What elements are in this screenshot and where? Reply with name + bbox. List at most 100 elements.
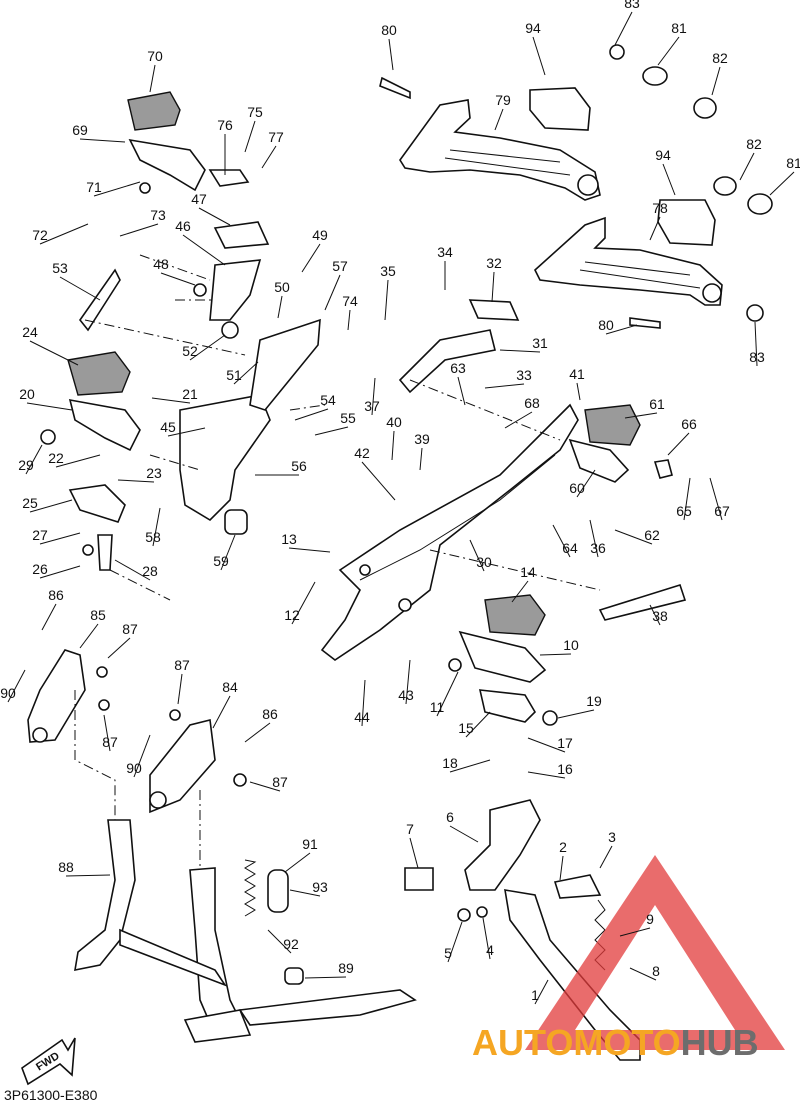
callout-number: 56 (291, 458, 307, 474)
callout-number: 69 (72, 122, 88, 138)
main-stand (74, 819, 417, 1043)
callout-number: 10 (563, 637, 579, 653)
callout-leader (605, 324, 638, 335)
callout-87: 87 (107, 621, 138, 659)
callout-94: 94 (525, 20, 546, 76)
callout-leader (649, 216, 661, 241)
callout-number: 72 (32, 227, 48, 243)
callout-51: 51 (226, 361, 259, 385)
callout-27: 27 (32, 527, 81, 545)
callout-10: 10 (539, 637, 579, 656)
callout-leader (249, 781, 281, 792)
callout-25: 25 (22, 495, 73, 513)
callout-leader (576, 382, 581, 401)
callout-number: 11 (430, 699, 445, 715)
callout-1: 1 (531, 979, 549, 1005)
callout-73: 73 (119, 207, 166, 237)
callout-number: 65 (676, 503, 692, 519)
callout-leader (504, 411, 533, 429)
callout-leader (657, 36, 680, 66)
callout-leader (149, 64, 156, 93)
callout-19: 19 (557, 693, 602, 719)
callout-23: 23 (117, 465, 162, 483)
callout-leader (769, 171, 795, 196)
callout-number: 86 (262, 706, 278, 722)
callout-leader (79, 623, 99, 649)
callout-61: 61 (624, 396, 665, 419)
callout-86: 86 (41, 587, 64, 631)
callout-62: 62 (614, 527, 660, 545)
callout-number: 2 (559, 839, 567, 855)
callout-number: 73 (150, 207, 166, 223)
callout-52: 52 (182, 334, 226, 361)
callout-28: 28 (114, 559, 158, 581)
callout-number: 14 (520, 564, 536, 580)
callout-90: 90 (126, 734, 151, 778)
callout-leader (449, 759, 491, 773)
left-rear-footrest (79, 91, 270, 339)
callout-leader (119, 223, 159, 237)
callout-57: 57 (324, 258, 348, 311)
callout-14: 14 (511, 564, 536, 603)
callout-number: 3 (608, 829, 616, 845)
callout-leader (103, 714, 111, 752)
callout-leader (277, 295, 283, 319)
callout-number: 57 (332, 258, 348, 274)
callout-48: 48 (153, 256, 196, 286)
callout-leader (244, 722, 271, 743)
callout-number: 87 (272, 774, 288, 790)
callout-number: 13 (281, 531, 297, 547)
callout-leader (160, 272, 196, 286)
callout-leader (79, 138, 126, 143)
callout-number: 22 (48, 450, 64, 466)
callout-leader (384, 279, 389, 321)
callout-number: 40 (386, 414, 402, 430)
callout-9: 9 (619, 911, 654, 937)
callout-72: 72 (32, 223, 89, 245)
callout-number: 25 (22, 495, 38, 511)
callout-7: 7 (406, 821, 419, 869)
callout-56: 56 (255, 458, 307, 476)
callout-16: 16 (527, 761, 573, 779)
callout-75: 75 (244, 104, 263, 153)
callout-leader (59, 276, 101, 301)
callout-leader (405, 659, 411, 705)
callout-number: 45 (160, 419, 176, 435)
callout-number: 67 (714, 503, 730, 519)
callout-26: 26 (32, 561, 81, 579)
callout-number: 7 (406, 821, 414, 837)
callout-31: 31 (499, 335, 548, 353)
callout-leader (388, 38, 394, 71)
callout-55: 55 (314, 410, 356, 436)
callout-leader (614, 529, 653, 545)
callout-leader (25, 444, 43, 475)
callout-15: 15 (458, 711, 491, 738)
callout-number: 5 (444, 945, 452, 961)
callout-number: 49 (312, 227, 328, 243)
callout-33: 33 (484, 367, 532, 389)
callout-79: 79 (494, 92, 511, 131)
springs (244, 859, 289, 917)
callout-leader (557, 709, 595, 719)
callout-number: 64 (562, 540, 578, 556)
callout-number: 68 (524, 395, 540, 411)
callout-58: 58 (145, 507, 161, 547)
callout-21: 21 (151, 386, 198, 404)
callout-69: 69 (72, 122, 126, 143)
callout-leader (233, 361, 259, 385)
callout-number: 16 (557, 761, 573, 777)
callout-66: 66 (667, 416, 697, 456)
callout-leader (409, 837, 419, 869)
callout-88: 88 (58, 859, 111, 877)
callout-number: 32 (486, 255, 502, 271)
callout-leader (711, 66, 721, 96)
watermark-text: AUTOMOTOHUB (472, 1022, 759, 1063)
callout-number: 55 (340, 410, 356, 426)
callout-83: 83 (749, 321, 765, 367)
callout-leader (304, 976, 347, 979)
callout-number: 87 (174, 657, 190, 673)
callout-leader (447, 921, 463, 963)
callout-number: 76 (217, 117, 233, 133)
watermark: AUTOMOTOHUB (472, 855, 785, 1063)
callout-number: 81 (786, 155, 800, 171)
